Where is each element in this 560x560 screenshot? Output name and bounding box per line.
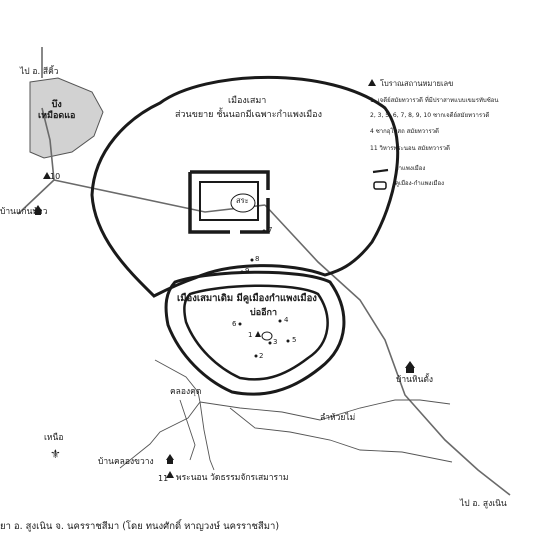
label-ban-kaen-thao: บ้านแก่นท้าว <box>0 207 48 217</box>
stream-khlong-khut <box>119 359 201 469</box>
site-1-label: 1 <box>248 331 253 339</box>
legend-line-5: กำแพงเมือง <box>395 165 426 172</box>
label-mueang-sema: เมืองเสมา <box>228 96 267 106</box>
label-ban-hin-tang: บ้านหินตั้ง <box>396 375 434 385</box>
stream-khlong-khut-2 <box>179 399 196 461</box>
label-khlong-khut: คลองคุด <box>170 387 202 397</box>
label-to-sikhio: ไป อ. สีคิ้ว <box>20 67 59 77</box>
legend-title: โบราณสถานหมายเลข <box>380 79 454 88</box>
label-old-city: เมืองเสมาเดิม มีคูเมืองกำแพงเมือง <box>177 293 317 304</box>
label-sra: สระ <box>236 196 249 205</box>
house-icon-ban-kaen-thao <box>34 205 42 215</box>
legend-wall-samples <box>372 168 389 190</box>
road-west-branch <box>17 179 55 215</box>
site-6-label: 6 <box>232 320 237 328</box>
pond <box>230 193 256 213</box>
bo-ika-well <box>261 331 273 341</box>
legend-line-1: 1. เจดีย์สมัยทวารวดี ที่มีปราสาทแบบเขมรท… <box>370 97 499 104</box>
legend-line-3: 4 ซากอุโบสถ สมัยทวารวดี <box>370 128 439 135</box>
label-bo-ika: บ่ออีกา <box>250 308 278 318</box>
site-2-label: 2 <box>259 352 264 360</box>
label-to-sung-noen: ไป อ. สูงเนิน <box>460 499 507 509</box>
stream-lam-huai-lai-2 <box>229 407 453 463</box>
road-north-west <box>41 107 55 181</box>
stream-south <box>199 401 215 471</box>
site-10-label: 10 <box>50 172 61 181</box>
village-markers <box>34 205 415 464</box>
site-dot-2 <box>254 354 258 358</box>
site-dots <box>238 229 290 358</box>
lake-label-line-2: เหมือดแอ <box>38 111 76 122</box>
site-dot-3 <box>268 341 272 345</box>
legend-line-2: 2, 3, 5, 6, 7, 8, 9, 10 ซากเจดีย์สมัยทวา… <box>370 112 490 119</box>
map-caption: ยา อ. สูงเนิน จ. นครราชสีมา (โดย ทนงศักด… <box>0 521 280 532</box>
site-dot-8 <box>250 258 254 262</box>
label-extension: ส่วนขยาย ชั้นนอกมีเฉพาะกำแพงเมือง <box>175 110 322 120</box>
road-to-sung-noen <box>264 204 511 496</box>
streams <box>119 359 453 471</box>
label-phra-non: พระนอน วัดธรรมจักรเสมาราม <box>176 473 289 483</box>
old-city-moat-and-wall <box>164 270 346 396</box>
site-5-label: 5 <box>292 336 297 344</box>
site-dot-7 <box>262 229 266 233</box>
site-8-label: 8 <box>255 255 260 263</box>
legend-moat-wall <box>373 181 387 190</box>
site-10-triangle-icon <box>43 172 51 179</box>
legend-wall-line <box>372 168 389 174</box>
inner-square-enclosure <box>188 170 270 234</box>
triangle-markers <box>43 79 376 478</box>
lake-label: บึง เหมือดแอ <box>38 100 75 123</box>
label-ban-khlong-khwang: บ้านคลองขวาง <box>98 457 154 467</box>
house-icon-ban-khlong-khwang <box>166 454 174 464</box>
site-4-label: 4 <box>284 316 289 324</box>
outer-city-wall <box>90 75 400 298</box>
lake-label-line-1: บึง <box>51 100 62 110</box>
legend-line-6: คูเมือง-กำแพงเมือง <box>395 180 445 187</box>
legend-triangle-icon <box>368 79 376 86</box>
site-11-triangle-icon <box>166 471 174 478</box>
label-north: เหนือ <box>44 433 64 443</box>
north-arrow-icon: ⚜ <box>50 447 61 461</box>
site-3-label: 3 <box>273 338 278 346</box>
label-lam-huai-lai: ลำห้วยไม่ <box>320 413 356 423</box>
site-dot-9 <box>240 270 244 274</box>
legend-line-4: 11 วิหารพระนอน สมัยทวารวดี <box>370 145 450 152</box>
lake-bueng-muead-ae <box>29 77 104 159</box>
site-dot-5 <box>286 339 290 343</box>
stream-lam-huai-lai <box>199 399 451 421</box>
site-1-triangle-icon <box>255 331 261 337</box>
site-dot-6 <box>238 322 242 326</box>
site-9-label: 9 <box>245 267 250 275</box>
site-7-label: 7 <box>268 226 273 234</box>
house-icon-ban-hin-tang <box>405 361 415 373</box>
site-dot-4 <box>278 319 282 323</box>
site-11-label: 11 <box>158 474 169 483</box>
